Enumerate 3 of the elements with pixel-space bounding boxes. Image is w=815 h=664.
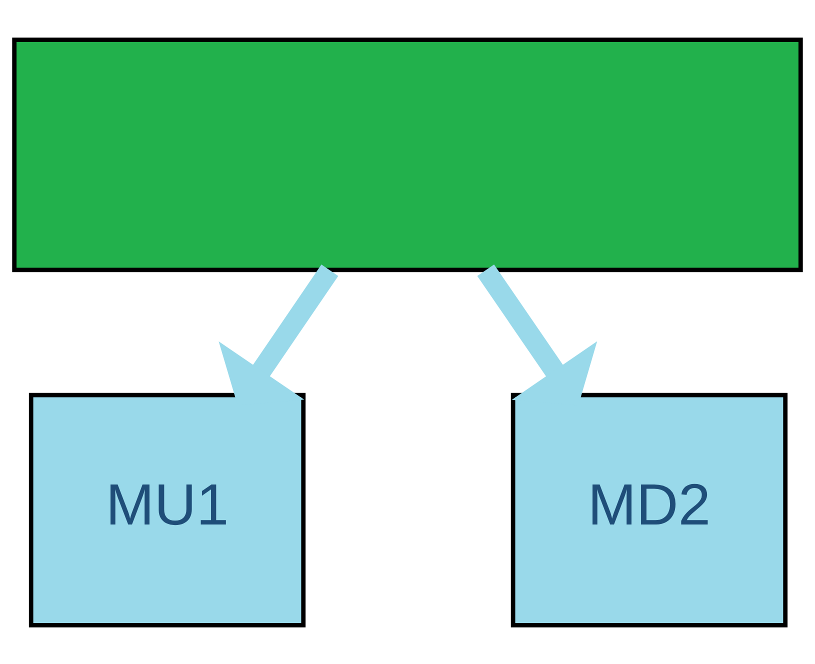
node-box <box>12 37 803 272</box>
node-box: MU1 <box>28 392 306 627</box>
node-box: MD2 <box>510 392 788 627</box>
